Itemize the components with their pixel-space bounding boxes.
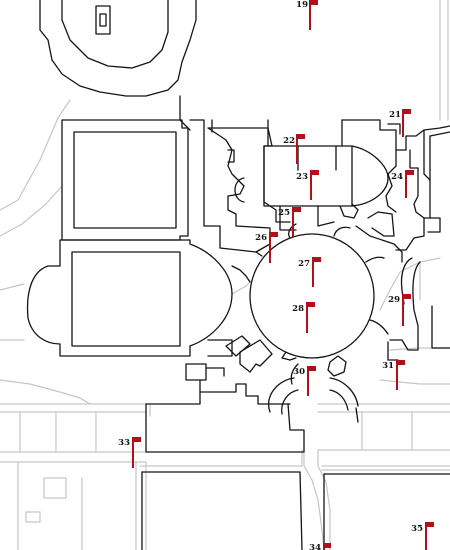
flag-pole-34 — [323, 543, 325, 550]
flag-pole-30 — [307, 366, 309, 396]
flag-icon-30 — [309, 366, 316, 371]
flag-label-19: 19 — [296, 0, 308, 10]
flag-label-22: 22 — [283, 136, 295, 146]
flag-label-30: 30 — [293, 367, 305, 377]
building-outlines — [26, 0, 450, 550]
flag-marker-21[interactable]: 21 — [389, 109, 411, 137]
flag-pole-22 — [296, 134, 298, 164]
flag-pole-33 — [132, 437, 134, 468]
flag-marker-33[interactable]: 33 — [118, 437, 141, 468]
flag-icon-25 — [294, 207, 301, 212]
flag-marker-31[interactable]: 31 — [382, 360, 405, 390]
flag-marker-34[interactable]: 34 — [309, 543, 331, 550]
flag-icon-22 — [298, 134, 305, 139]
flag-marker-26[interactable]: 26 — [255, 232, 278, 263]
flag-icon-33 — [134, 437, 141, 442]
flag-label-25: 25 — [278, 208, 290, 218]
flag-marker-19[interactable]: 19 — [296, 0, 318, 30]
flag-marker-23[interactable]: 23 — [296, 170, 319, 200]
flag-icon-23 — [312, 170, 319, 175]
flag-markers: 19 21 22 23 24 25 26 — [118, 0, 434, 550]
flag-marker-22[interactable]: 22 — [283, 134, 305, 164]
flag-label-34: 34 — [309, 543, 321, 550]
flag-marker-25[interactable]: 25 — [278, 207, 301, 237]
flag-label-23: 23 — [296, 172, 308, 182]
flag-icon-28 — [308, 302, 315, 307]
flag-marker-27[interactable]: 27 — [298, 257, 321, 287]
flag-pole-31 — [396, 360, 398, 390]
flag-icon-35 — [427, 522, 434, 527]
flag-label-33: 33 — [118, 438, 130, 448]
flag-marker-30[interactable]: 30 — [293, 366, 316, 396]
flag-pole-24 — [405, 170, 407, 198]
flag-icon-34 — [325, 543, 331, 548]
flag-icon-27 — [314, 257, 321, 262]
flag-icon-19 — [311, 0, 318, 5]
flag-marker-29[interactable]: 29 — [388, 294, 411, 326]
flag-pole-28 — [306, 302, 308, 333]
flag-label-29: 29 — [388, 295, 400, 305]
flag-pole-29 — [402, 294, 404, 326]
flag-marker-35[interactable]: 35 — [411, 522, 434, 550]
flag-marker-28[interactable]: 28 — [292, 302, 315, 333]
flag-icon-21 — [404, 109, 411, 114]
flag-label-35: 35 — [411, 524, 423, 534]
flag-icon-31 — [398, 360, 405, 365]
flag-label-27: 27 — [298, 259, 310, 269]
flag-label-28: 28 — [292, 304, 304, 314]
flag-pole-27 — [312, 257, 314, 287]
flag-label-31: 31 — [382, 361, 394, 371]
flag-marker-24[interactable]: 24 — [391, 170, 414, 198]
flag-pole-19 — [309, 0, 311, 30]
flag-pole-26 — [269, 232, 271, 263]
flag-pole-23 — [310, 170, 312, 200]
flag-pole-21 — [402, 109, 404, 137]
flag-label-26: 26 — [255, 233, 267, 243]
flag-pole-35 — [425, 522, 427, 550]
flag-label-24: 24 — [391, 172, 403, 182]
flag-pole-25 — [292, 207, 294, 237]
flag-icon-24 — [407, 170, 414, 175]
flag-icon-26 — [271, 232, 278, 237]
flag-label-21: 21 — [389, 110, 401, 120]
flag-icon-29 — [404, 294, 411, 299]
